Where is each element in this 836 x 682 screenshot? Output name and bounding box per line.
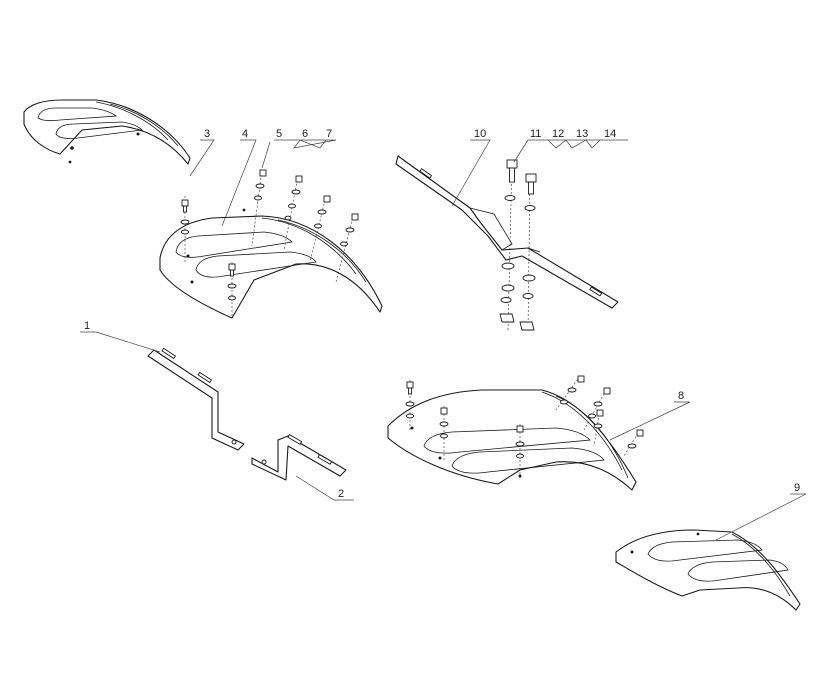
bracket-part-2	[251, 434, 347, 481]
label-11: 11	[530, 128, 541, 140]
label-12: 12	[552, 128, 564, 140]
label-6: 6	[302, 128, 308, 140]
fender-part-9	[615, 529, 801, 611]
label-7: 7	[326, 128, 332, 140]
fender-part-4	[159, 208, 383, 319]
label-8: 8	[678, 390, 684, 402]
hardware-stack-part-4	[180, 169, 359, 318]
bracket-part-10	[395, 155, 619, 309]
label-9: 9	[794, 482, 800, 494]
label-4: 4	[242, 128, 248, 140]
label-1: 1	[84, 320, 90, 332]
hardware-stack-part-10	[499, 159, 537, 331]
part-number-labels: 1 2 3 4 5 6 7 10 11 12 13 14 8 9	[84, 128, 800, 500]
label-13: 13	[576, 128, 588, 140]
label-3: 3	[204, 128, 210, 140]
label-5: 5	[276, 128, 282, 140]
fender-part-3	[23, 99, 191, 165]
hardware-stack-part-8	[405, 375, 644, 478]
label-2: 2	[338, 488, 344, 500]
label-14: 14	[604, 128, 616, 140]
bracket-part-1	[147, 347, 245, 451]
leader-lines	[80, 139, 807, 541]
label-10: 10	[474, 128, 486, 140]
